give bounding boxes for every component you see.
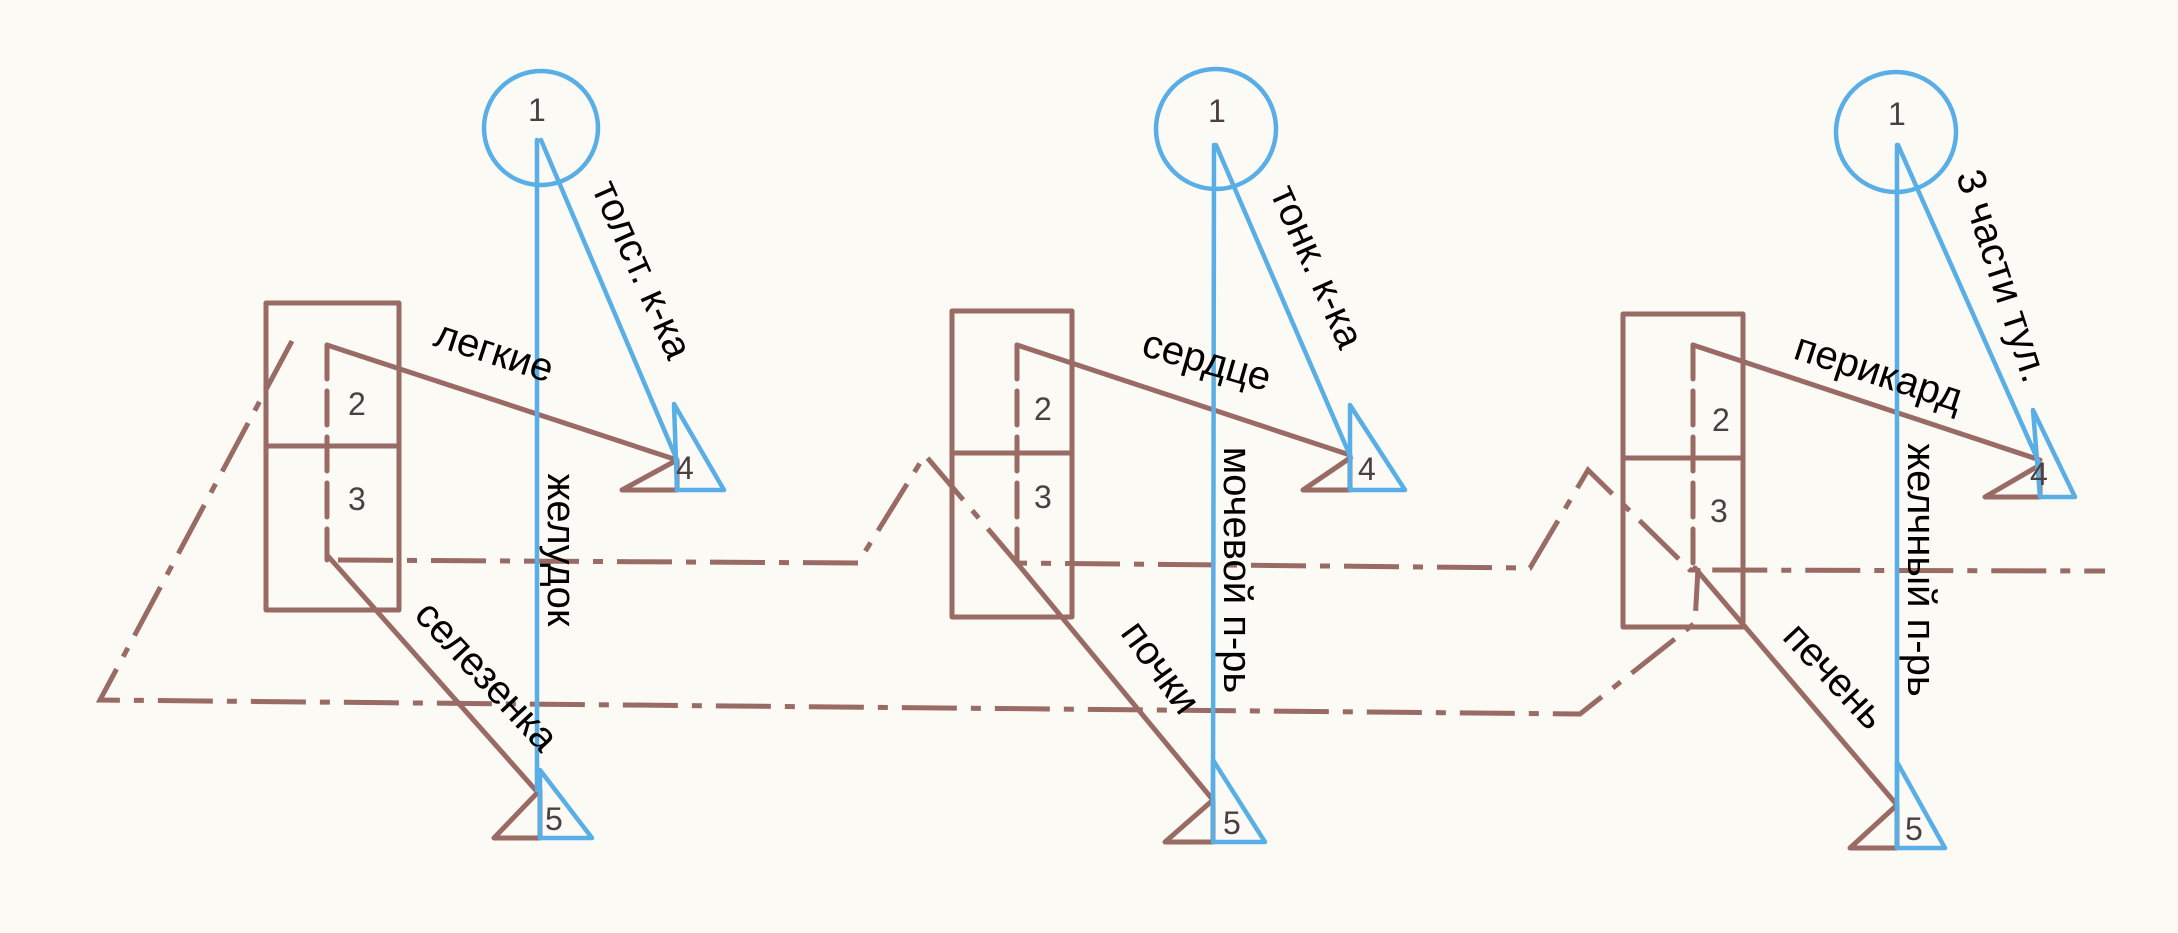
connector-lines: [95, 339, 2106, 717]
triangle-5-blue: [1210, 757, 1268, 845]
organ-box: [949, 308, 1075, 620]
number-1: 1: [528, 92, 546, 128]
line-to-4: [324, 342, 680, 463]
element-group-2: 1 2 3 4 5 сердце тонк. к-ка мочевой п-рь…: [949, 66, 1408, 845]
label-diagonal: тонк. к-ка: [1262, 179, 1373, 356]
number-5: 5: [545, 801, 563, 837]
label-diagonal: толст. к-ка: [583, 174, 701, 366]
triangle-4-brown: [619, 457, 680, 493]
number-2: 2: [348, 386, 366, 422]
line-to-5: [1014, 560, 1216, 803]
line-1-to-4: [538, 137, 680, 463]
connector-lower: [95, 339, 1701, 717]
number-2: 2: [1712, 402, 1730, 438]
line-1-to-5: [1210, 142, 1217, 811]
label-top: легкие: [429, 312, 559, 392]
line-to-4: [1014, 342, 1353, 458]
number-3: 3: [1034, 479, 1052, 515]
label-top: сердце: [1138, 321, 1277, 400]
triangle-5-brown: [491, 787, 543, 841]
triangle-4-blue: [671, 401, 727, 493]
number-1: 1: [1888, 96, 1906, 132]
label-vertical: мочевой п-рь: [1215, 447, 1259, 694]
label-vertical: желудок: [539, 474, 583, 627]
triangle-4-brown: [1300, 455, 1353, 493]
element-group-3: 1 2 3 4 5 перикард 3 части тул. желчный …: [1620, 69, 2078, 851]
circle-1: [481, 68, 601, 188]
number-2: 2: [1034, 391, 1052, 427]
triangle-5-blue: [1894, 759, 1948, 851]
label-bottom: печень: [1775, 614, 1895, 738]
label-bottom: почки: [1112, 612, 1209, 722]
number-5: 5: [1905, 811, 1923, 847]
triangle-4-blue: [2030, 407, 2078, 500]
line-1-to-4: [1895, 142, 2043, 468]
triangle-5-brown: [1162, 797, 1216, 845]
number-3: 3: [1710, 493, 1728, 529]
label-diagonal: 3 части тул.: [1947, 164, 2057, 387]
organ-box: [263, 300, 402, 613]
triangle-4-blue: [1347, 402, 1408, 493]
line-1-to-4: [1213, 142, 1354, 461]
triangle-5-blue: [537, 767, 595, 841]
line-to-4: [1690, 342, 2043, 463]
connector-upper: [337, 450, 2106, 574]
triangle-5-brown: [1847, 802, 1900, 851]
number-3: 3: [348, 481, 366, 517]
element-group-1: 1 2 3 4 5 легкие толст. к-ка желудок сел…: [263, 68, 727, 841]
number-5: 5: [1223, 805, 1241, 841]
label-vertical: желчный п-рь: [1899, 443, 1943, 696]
number-1: 1: [1208, 93, 1226, 129]
line-to-5: [1692, 565, 1900, 808]
organ-box: [1620, 311, 1746, 630]
line-to-5: [324, 552, 543, 798]
number-4: 4: [1358, 451, 1376, 487]
number-4: 4: [676, 450, 694, 486]
number-4: 4: [2030, 456, 2048, 492]
